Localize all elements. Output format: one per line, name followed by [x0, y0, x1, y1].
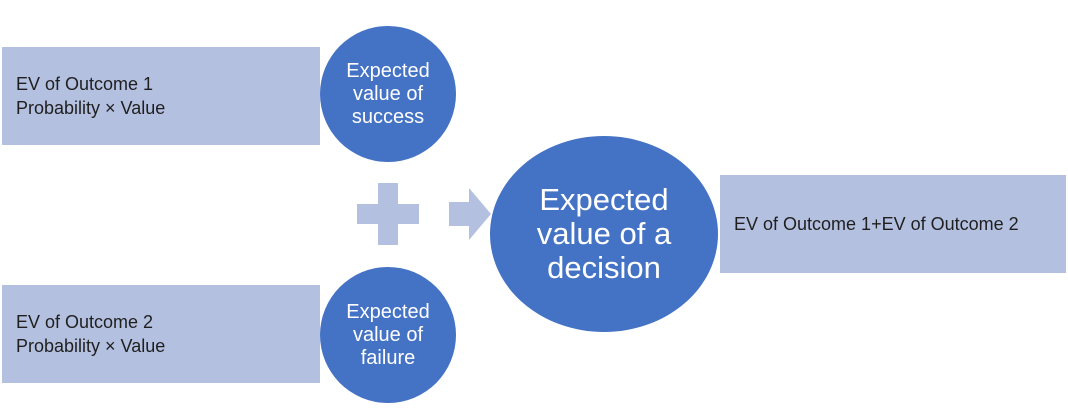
outcome-2-formula: Probability × Value [16, 336, 166, 356]
result-text: EV of Outcome 1+EV of Outcome 2 [734, 214, 1019, 234]
outcome-2-box: EV of Outcome 2 Probability × Value [2, 285, 320, 383]
success-circle-line-3: success [351, 105, 425, 128]
decision-circle-line-1: Expected [539, 182, 669, 217]
success-circle-line-1: Expected [346, 59, 430, 82]
decision-circle: Expected value of a decision [490, 136, 718, 332]
failure-circle-line-1: Expected [346, 300, 430, 323]
failure-circle-line-3: failure [360, 346, 416, 369]
outcome-1-title: EV of Outcome 1 [16, 74, 154, 94]
success-circle: Expected value of success [320, 26, 456, 162]
arrow-right-icon [449, 188, 491, 240]
decision-circle-line-3: decision [547, 250, 661, 285]
outcome-2-title: EV of Outcome 2 [16, 312, 154, 332]
success-circle-line-2: value of [352, 82, 424, 105]
decision-circle-line-2: value of a [536, 216, 672, 251]
result-box: EV of Outcome 1+EV of Outcome 2 [720, 175, 1066, 273]
outcome-1-formula: Probability × Value [16, 98, 166, 118]
outcome-1-box: EV of Outcome 1 Probability × Value [2, 47, 320, 145]
failure-circle-line-2: value of [352, 323, 424, 346]
plus-icon [357, 183, 419, 245]
failure-circle: Expected value of failure [320, 267, 456, 403]
